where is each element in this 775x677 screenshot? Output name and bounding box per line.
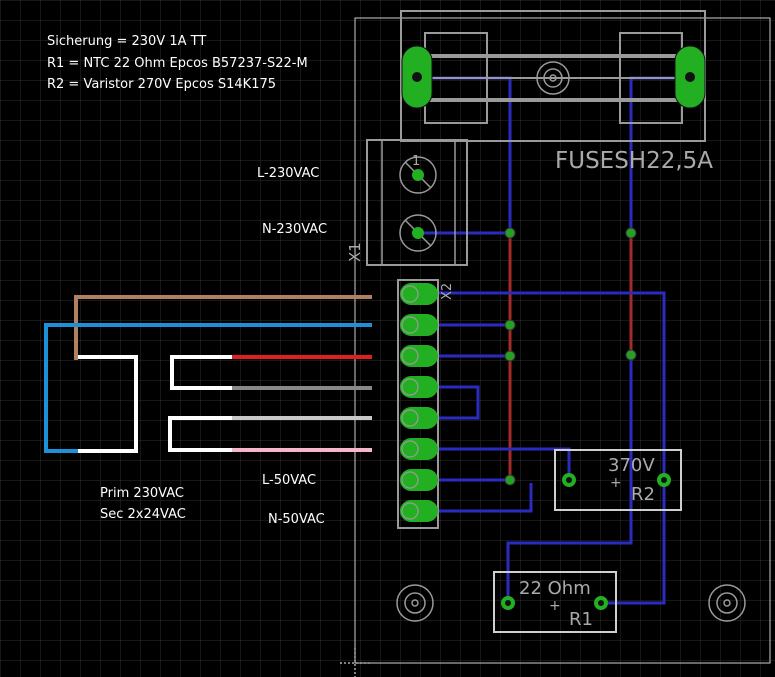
r2-value: 370V [608, 455, 655, 476]
fuse-name: FUSESH22,5A [555, 148, 713, 174]
note-r1: R1 = NTC 22 Ohm Epcos B57237-S22-M [47, 56, 308, 71]
transformer-wiring [44, 295, 372, 453]
wire-labels: L-230VAC N-230VAC L-50VAC N-50VAC Prim 2… [100, 166, 327, 527]
x1-pin1: 1 [412, 154, 420, 169]
x1-name: X1 [346, 242, 364, 262]
note-fuse: Sicherung = 230V 1A TT [47, 34, 206, 49]
x2-name: X2 [440, 283, 455, 300]
wire-brown [74, 295, 372, 360]
r2-name: R2 [631, 484, 655, 505]
origin-cross [340, 648, 370, 677]
terminal-x2[interactable]: X2 [397, 279, 455, 529]
label-sec: Sec 2x24VAC [100, 507, 186, 522]
wire-white-sec-a [170, 355, 234, 390]
r2-plus: + [610, 475, 622, 491]
wire-white-primary [78, 355, 138, 453]
label-l-230vac: L-230VAC [257, 166, 319, 181]
label-prim: Prim 230VAC [100, 486, 184, 501]
mounting-hole-left [396, 584, 434, 622]
resistor-r1[interactable]: 22 Ohm + R1 [493, 571, 617, 633]
mounting-hole-right [708, 584, 746, 622]
wire-white-sec-b [168, 416, 234, 452]
resistor-r2[interactable]: 370V + R2 [554, 449, 682, 511]
terminal-x1[interactable]: X1 1 [346, 139, 468, 266]
label-l-50vac: L-50VAC [262, 473, 316, 488]
label-n-50vac: N-50VAC [268, 512, 325, 527]
notes: Sicherung = 230V 1A TT R1 = NTC 22 Ohm E… [47, 34, 308, 92]
r1-name: R1 [569, 609, 593, 630]
fuse-mount-hole [536, 61, 570, 95]
r1-value: 22 Ohm [519, 578, 591, 599]
label-n-230vac: N-230VAC [262, 222, 327, 237]
board-outline [354, 17, 771, 664]
vias [504, 227, 637, 486]
fuse-holder[interactable]: FUSESH22,5A [400, 10, 713, 174]
r1-plus: + [549, 598, 561, 614]
wire-blue [44, 323, 372, 453]
note-r2: R2 = Varistor 270V Epcos S14K175 [47, 77, 276, 92]
